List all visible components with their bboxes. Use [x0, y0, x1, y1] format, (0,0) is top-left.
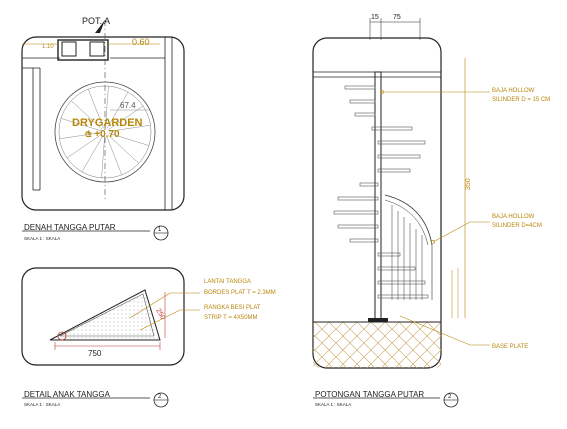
section-view: [312, 18, 490, 408]
plan-tread-line: [108, 124, 151, 132]
detail-view: [21, 267, 200, 408]
detail-scale: SKALA 1 : SKALA: [24, 402, 60, 407]
section-tread: [377, 294, 429, 299]
detail-floor-label-2: BORDES PLAT T = 2.3MM: [204, 290, 276, 296]
plan-sheet-number: 1: [158, 227, 162, 233]
tread-triangle: [49, 289, 161, 341]
section-tread: [337, 224, 379, 229]
plan-scale: SKALA 1 : SKALA: [24, 236, 60, 241]
section-tread: [337, 196, 379, 201]
section-tread: [333, 210, 379, 215]
section-tread: [377, 266, 416, 271]
detail-frame-label-2: STRIP T = 4X50MM: [204, 315, 258, 321]
plan-frame: [21, 36, 185, 211]
plan-dim-radius: 67.4: [120, 101, 136, 110]
detail-dim-length: 750: [88, 349, 102, 358]
column-label-1: BAJA HOLLOW: [492, 88, 535, 94]
section-dim-top-b: 75: [393, 14, 401, 21]
plan-tread-line: [60, 118, 102, 132]
plan-tread-line: [101, 135, 105, 178]
plan-tread-line: [81, 135, 104, 172]
plan-tread-line: [66, 134, 102, 159]
section-tread: [377, 154, 421, 159]
room-level: ± +0.70: [86, 129, 120, 140]
plan-tread-line: [59, 132, 102, 140]
section-title: POTONGAN TANGGA PUTAR: [315, 390, 424, 399]
room-name: DRYGARDEN: [72, 117, 143, 129]
plan-tread-line: [106, 135, 123, 175]
section-tread: [377, 252, 401, 257]
plan-view: [21, 20, 185, 241]
detail-frame-label-1: RANGKA BESI PLAT: [204, 305, 261, 311]
rail-label-2: SILINDER D=4CM: [492, 223, 542, 229]
section-tread: [371, 126, 413, 131]
column-box: [57, 39, 109, 61]
base-plate-label: BASE PLATE: [492, 344, 528, 350]
detail-sheet-number: 2: [158, 394, 162, 400]
section-dim-height: 350: [465, 178, 472, 190]
section-tread: [377, 168, 411, 173]
detail-dim-height: 250: [154, 308, 166, 322]
section-tread: [349, 238, 379, 243]
section-sheet-number: 2: [448, 394, 452, 400]
plan-tread-line: [105, 86, 109, 129]
column-label-2: SILINDER D = 15 CM: [492, 97, 550, 103]
section-marker-label: POT. A: [82, 16, 110, 26]
plan-tread-line: [71, 100, 103, 130]
base-plate: [368, 318, 388, 322]
section-tread: [359, 182, 379, 187]
section-tread: [377, 140, 426, 145]
plan-tread-line: [108, 132, 150, 146]
detail-frame: [21, 267, 185, 366]
plan-tread-line: [106, 92, 129, 129]
plan-tread-line: [87, 89, 104, 129]
section-tread: [344, 85, 376, 90]
ground-hatch: [313, 322, 441, 368]
section-tread: [354, 112, 376, 117]
plan-dim-left: 1.10: [42, 44, 54, 50]
section-tread: [377, 280, 426, 285]
detail-floor-label-1: LANTAI TANGGA: [204, 279, 251, 285]
section-scale: SKALA 1 : SKALA: [315, 402, 351, 407]
section-dim-top-a: 15: [371, 14, 379, 21]
plan-title: DENAH TANGGA PUTAR: [24, 223, 116, 232]
plan-dim-width: 0.60: [132, 37, 150, 47]
detail-title: DETAIL ANAK TANGGA: [24, 390, 111, 399]
plan-tread-line: [107, 134, 139, 164]
rail-label-1: BAJA HOLLOW: [492, 214, 535, 220]
section-tread: [349, 99, 376, 104]
